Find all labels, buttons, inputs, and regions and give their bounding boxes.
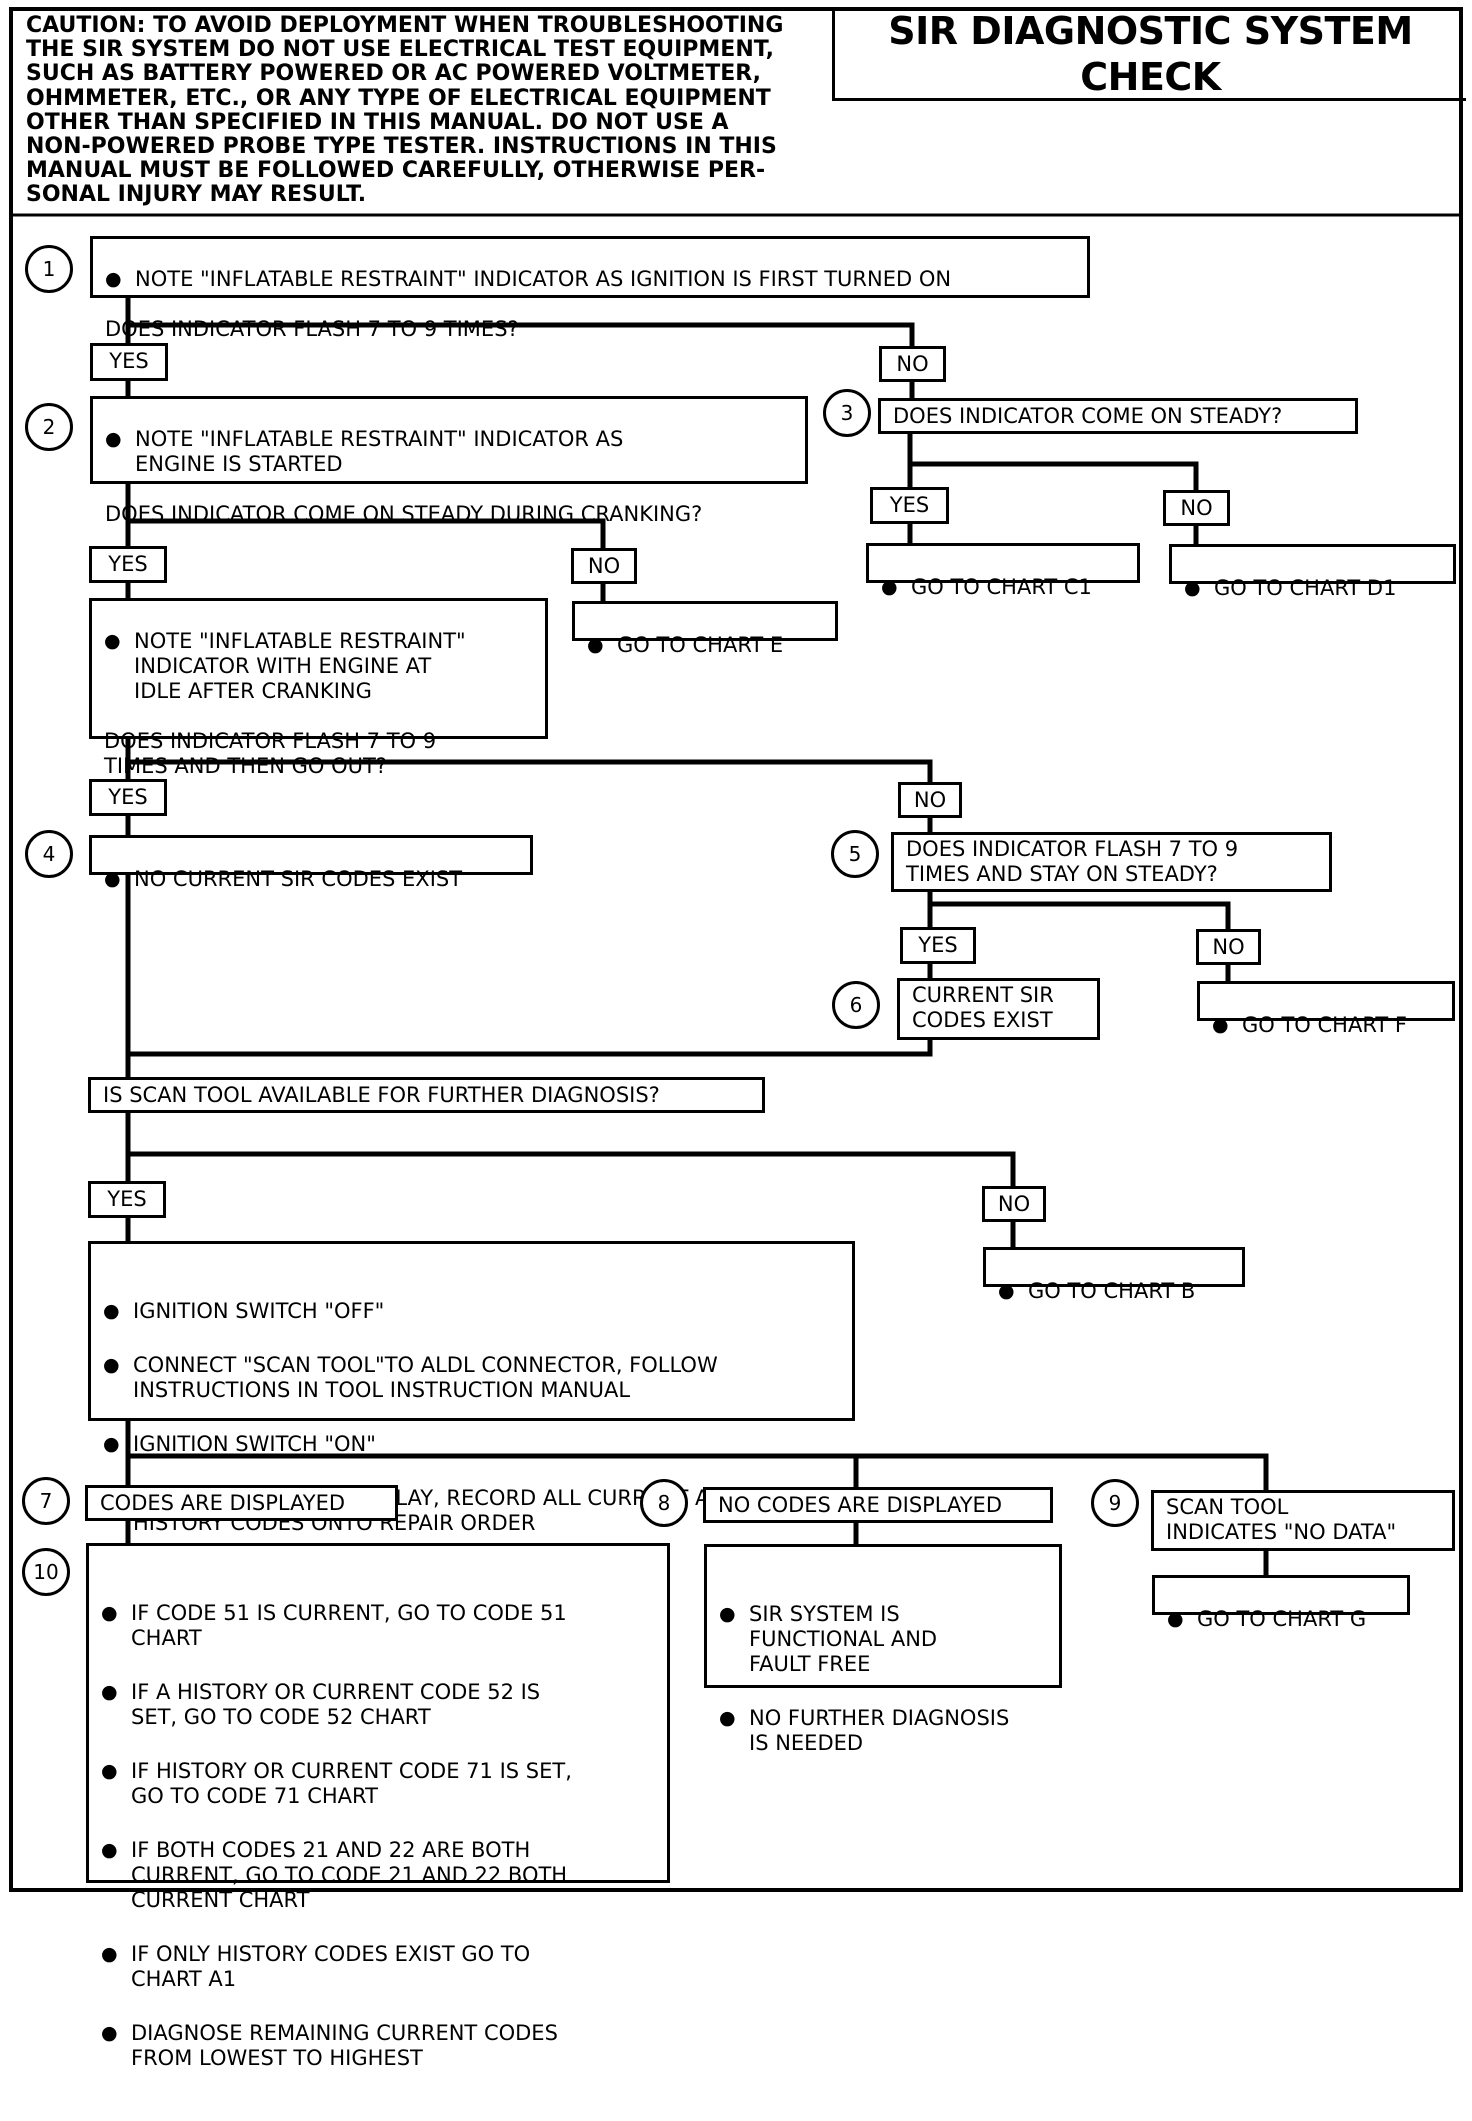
no-codes-result-1: SIR SYSTEM IS FUNCTIONAL AND FAULT FREE <box>719 1602 1047 1677</box>
chart-d1-link: GO TO CHART D1 <box>1184 576 1441 601</box>
label-yes-scan: YES <box>88 1181 166 1218</box>
chart-b-link: GO TO CHART B <box>998 1279 1230 1304</box>
label-yes-idle: YES <box>89 779 167 816</box>
box-scan-question: IS SCAN TOOL AVAILABLE FOR FURTHER DIAGN… <box>88 1077 765 1113</box>
box1-bullet: NOTE "INFLATABLE RESTRAINT" INDICATOR AS… <box>105 267 1075 292</box>
code-action-5: IF ONLY HISTORY CODES EXIST GO TO CHART … <box>101 1942 655 1992</box>
step-9-circle: 9 <box>1091 1479 1139 1527</box>
box2-question: DOES INDICATOR COME ON STEADY DURING CRA… <box>105 502 703 526</box>
scan-steps-list: IGNITION SWITCH "OFF" CONNECT "SCAN TOOL… <box>103 1274 840 1561</box>
label-yes-1: YES <box>90 343 168 381</box>
box-step-6: CURRENT SIR CODES EXIST <box>897 978 1100 1040</box>
label-no-5: NO <box>1196 929 1261 965</box>
label-no-3: NO <box>1163 490 1230 526</box>
code-action-1: IF CODE 51 IS CURRENT, GO TO CODE 51 CHA… <box>101 1601 655 1651</box>
box1-question: DOES INDICATOR FLASH 7 TO 9 TIMES? <box>105 317 519 341</box>
step-1-circle: 1 <box>25 245 73 293</box>
connector-box5-branches <box>927 887 1231 933</box>
code-action-4: IF BOTH CODES 21 AND 22 ARE BOTH CURRENT… <box>101 1838 655 1913</box>
box-step-4: NO CURRENT SIR CODES EXIST <box>89 835 533 892</box>
idle-question: DOES INDICATOR FLASH 7 TO 9 TIMES AND TH… <box>104 729 437 778</box>
label-no-1: NO <box>879 346 946 382</box>
idle-bullet: NOTE "INFLATABLE RESTRAINT" INDICATOR WI… <box>104 629 533 704</box>
box-step-10: IF CODE 51 IS CURRENT, GO TO CODE 51 CHA… <box>86 1543 670 2070</box>
step-8-circle: 8 <box>640 1479 688 1527</box>
connector-scan-branches <box>125 1109 1016 1190</box>
box-chart-e: GO TO CHART E <box>572 601 838 658</box>
scan-step-3: IGNITION SWITCH "ON" <box>103 1432 840 1457</box>
box2-bullet: NOTE "INFLATABLE RESTRAINT" INDICATOR AS… <box>105 427 793 477</box>
code-action-3: IF HISTORY OR CURRENT CODE 71 IS SET, GO… <box>101 1759 655 1809</box>
box-chart-b: GO TO CHART B <box>983 1247 1245 1304</box>
label-yes-3: YES <box>870 487 949 524</box>
box-step-8: NO CODES ARE DISPLAYED <box>703 1487 1053 1523</box>
step-10-circle: 10 <box>22 1548 70 1596</box>
step-4-circle: 4 <box>25 830 73 878</box>
caution-warning: CAUTION: TO AVOID DEPLOYMENT WHEN TROUBL… <box>26 13 784 208</box>
box-no-codes-result: SIR SYSTEM IS FUNCTIONAL AND FAULT FREE … <box>704 1544 1062 1755</box>
box-step-3: DOES INDICATOR COME ON STEADY? <box>878 398 1358 434</box>
box-chart-g: GO TO CHART G <box>1152 1575 1410 1632</box>
chart-g-link: GO TO CHART G <box>1167 1607 1395 1632</box>
box-chart-c1: GO TO CHART C1 <box>866 543 1140 600</box>
box-step-1: NOTE "INFLATABLE RESTRAINT" INDICATOR AS… <box>90 236 1090 341</box>
box-chart-d1: GO TO CHART D1 <box>1169 544 1456 601</box>
step-7-circle: 7 <box>22 1477 70 1525</box>
connector-box3-branches <box>907 429 1199 492</box>
box-idle-check: NOTE "INFLATABLE RESTRAINT" INDICATOR WI… <box>89 598 548 778</box>
connector-box2-branches <box>125 479 606 552</box>
box-step-7: CODES ARE DISPLAYED <box>85 1485 398 1521</box>
code-actions-list: IF CODE 51 IS CURRENT, GO TO CODE 51 CHA… <box>101 1576 655 2096</box>
box-scan-steps: IGNITION SWITCH "OFF" CONNECT "SCAN TOOL… <box>88 1241 855 1535</box>
label-yes-5: YES <box>900 927 976 964</box>
diagnostic-flowchart-page: CAUTION: TO AVOID DEPLOYMENT WHEN TROUBL… <box>0 0 1472 1898</box>
box-step-2: NOTE "INFLATABLE RESTRAINT" INDICATOR AS… <box>90 396 808 526</box>
label-yes-2: YES <box>89 546 167 583</box>
label-no-2: NO <box>571 548 637 584</box>
box-step-5: DOES INDICATOR FLASH 7 TO 9 TIMES AND ST… <box>891 832 1332 892</box>
chart-e-link: GO TO CHART E <box>587 633 823 658</box>
page-border <box>9 7 1463 1892</box>
no-codes-result-2: NO FURTHER DIAGNOSIS IS NEEDED <box>719 1706 1047 1756</box>
box-chart-f: GO TO CHART F <box>1197 981 1455 1038</box>
box4-text: NO CURRENT SIR CODES EXIST <box>104 867 518 892</box>
connector-box6-merge <box>125 1035 933 1057</box>
chart-f-link: GO TO CHART F <box>1212 1013 1440 1038</box>
box-step-9: SCAN TOOL INDICATES "NO DATA" <box>1151 1490 1455 1551</box>
step-3-circle: 3 <box>823 389 871 437</box>
label-no-scan: NO <box>982 1186 1046 1222</box>
code-action-6: DIAGNOSE REMAINING CURRENT CODES FROM LO… <box>101 2021 655 2071</box>
label-no-idle: NO <box>898 782 962 818</box>
no-codes-result-list: SIR SYSTEM IS FUNCTIONAL AND FAULT FREE … <box>719 1577 1047 1781</box>
step-5-circle: 5 <box>831 830 879 878</box>
step-6-circle: 6 <box>832 981 880 1029</box>
scan-step-1: IGNITION SWITCH "OFF" <box>103 1299 840 1324</box>
page-title: SIR DIAGNOSTIC SYSTEM CHECK <box>888 8 1413 99</box>
code-action-2: IF A HISTORY OR CURRENT CODE 52 IS SET, … <box>101 1680 655 1730</box>
scan-step-2: CONNECT "SCAN TOOL"TO ALDL CONNECTOR, FO… <box>103 1353 840 1403</box>
connector-idle-branches <box>125 735 933 785</box>
step-2-circle: 2 <box>25 403 73 451</box>
title-box: SIR DIAGNOSTIC SYSTEM CHECK <box>832 9 1466 101</box>
connector-box1-branches <box>125 293 915 348</box>
chart-c1-link: GO TO CHART C1 <box>881 575 1125 600</box>
